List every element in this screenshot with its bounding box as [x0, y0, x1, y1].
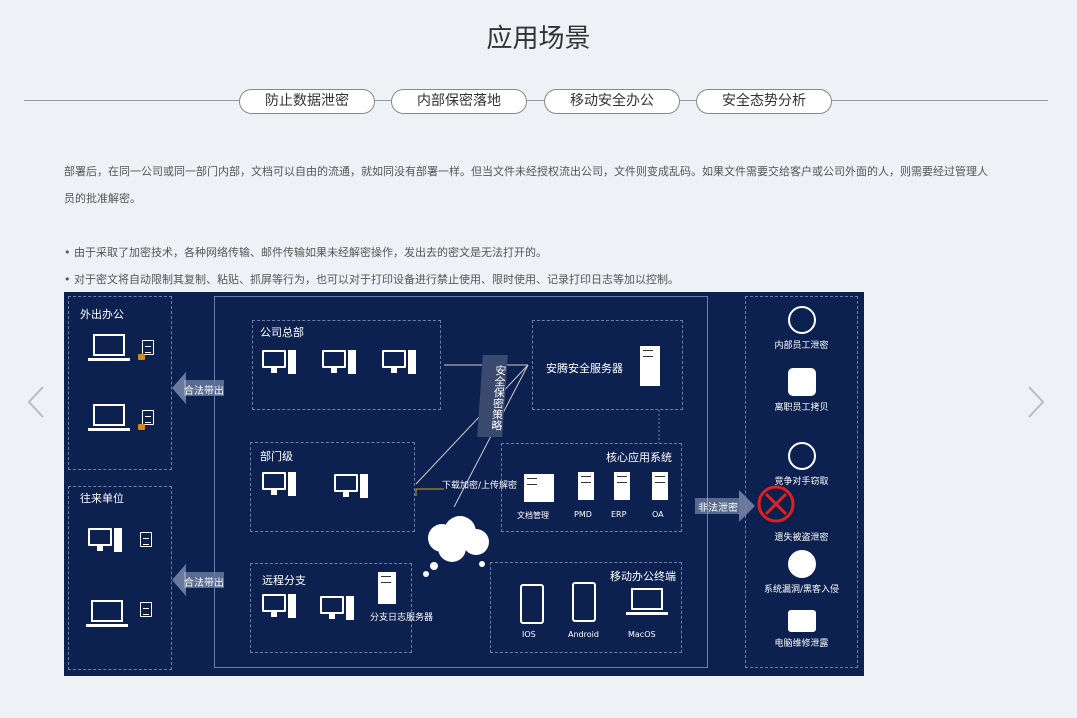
lock-icon	[138, 424, 145, 430]
user-vs-icon	[787, 442, 816, 470]
bullet-1: • 由于采取了加密技术，各种网络传输、邮件传输如果未经解密操作，发出去的密文是无…	[64, 246, 547, 259]
risk-competitor: 竞争对手窃取	[745, 442, 858, 487]
monitor-icon	[787, 610, 816, 632]
core-item: OA	[652, 510, 664, 519]
laptop-icon	[86, 600, 128, 630]
document-icon	[142, 340, 154, 355]
document-icon	[140, 532, 152, 547]
phone-icon	[572, 582, 596, 622]
forbidden-icon	[757, 485, 795, 523]
enterprise-box	[214, 296, 708, 668]
risk-repair: 电脑维修泄露	[745, 610, 858, 649]
user-icon	[787, 306, 816, 334]
dept-box	[250, 442, 415, 532]
risk-internal: 内部员工泄密	[745, 306, 858, 351]
risk-box	[745, 296, 858, 668]
mobile-item: MacOS	[628, 630, 656, 639]
mobile-box	[490, 562, 682, 653]
legal-out-label: 合法带出	[184, 386, 224, 397]
partner-box	[68, 486, 172, 670]
desktop-icon	[334, 474, 368, 500]
server-label: 安腾安全服务器	[546, 362, 623, 375]
branch-label: 远程分支	[262, 574, 306, 587]
desktop-icon	[382, 350, 416, 376]
server-box	[532, 320, 683, 410]
core-item: ERP	[611, 510, 627, 519]
tab-mobile-office[interactable]: 移动安全办公	[544, 89, 680, 114]
partner-label: 往来单位	[80, 492, 124, 505]
core-item: 文档管理	[517, 511, 549, 520]
dept-label: 部门级	[260, 450, 293, 463]
hq-box	[252, 320, 441, 410]
hacker-icon	[787, 550, 816, 578]
risk-hacker: 系统漏洞/黑客入侵	[745, 550, 858, 595]
core-label: 核心应用系统	[606, 451, 672, 464]
core-item: PMD	[574, 510, 592, 519]
desktop-icon	[262, 350, 296, 376]
download-label: 下载加密/上传解密	[442, 481, 518, 491]
tab-internal-secrecy[interactable]: 内部保密落地	[391, 89, 527, 114]
intro-line-2: 员的批准解密。	[64, 192, 141, 205]
core-box	[501, 443, 682, 532]
mobile-label: 移动办公终端	[610, 570, 676, 583]
architecture-diagram: 外出办公 往来单位 合法带出 合法带出 公司总部 安腾安全服务器 安全保密策略 …	[64, 292, 864, 676]
lock-icon	[138, 354, 145, 360]
desktop-icon	[262, 472, 296, 498]
chevron-right-icon[interactable]	[1027, 385, 1045, 419]
desktop-icon	[322, 350, 356, 376]
chevron-left-icon[interactable]	[27, 385, 45, 419]
legal-out-label: 合法带出	[184, 578, 224, 589]
server-icon	[640, 346, 660, 386]
desktop-icon	[262, 594, 296, 620]
document-icon	[142, 410, 154, 425]
server-icon	[614, 472, 630, 500]
server-icon	[652, 472, 668, 500]
tab-security-analysis[interactable]: 安全态势分析	[696, 89, 832, 114]
mobile-item: Android	[568, 630, 599, 639]
divider	[24, 100, 1048, 101]
cloud-icon	[423, 516, 489, 577]
out-office-box	[68, 296, 172, 470]
illegal-leak-arrow: 非法泄密	[695, 490, 755, 522]
page-title: 应用场景	[486, 24, 591, 54]
laptop-icon	[88, 334, 130, 364]
risk-lost: 遗失被盗泄密	[774, 533, 829, 543]
phone-icon	[520, 584, 544, 624]
server-icon	[578, 472, 594, 500]
desktop-icon	[88, 528, 122, 554]
bullet-2: • 对于密文将自动限制其复制、粘贴、抓屏等行为，也可以对于打印设备进行禁止使用、…	[64, 273, 679, 286]
intro-line-1: 部署后，在同一公司或同一部门内部，文档可以自由的流通，就如同没有部署一样。但当文…	[64, 165, 988, 178]
user-exit-icon	[787, 368, 816, 396]
hq-label: 公司总部	[260, 326, 304, 339]
branch-box	[250, 563, 412, 653]
tab-data-leak[interactable]: 防止数据泄密	[239, 89, 375, 114]
mobile-item: IOS	[522, 630, 536, 639]
laptop-icon	[88, 404, 130, 434]
illegal-leak-label: 非法泄密	[698, 503, 738, 514]
branch-server-label: 分支日志服务器	[370, 613, 434, 623]
document-icon	[140, 602, 152, 617]
risk-resigned: 离职员工拷贝	[745, 368, 858, 413]
server-icon	[378, 572, 396, 604]
out-office-label: 外出办公	[80, 308, 124, 321]
desktop-icon	[320, 596, 354, 622]
storage-icon	[524, 474, 554, 502]
laptop-icon	[626, 588, 668, 618]
